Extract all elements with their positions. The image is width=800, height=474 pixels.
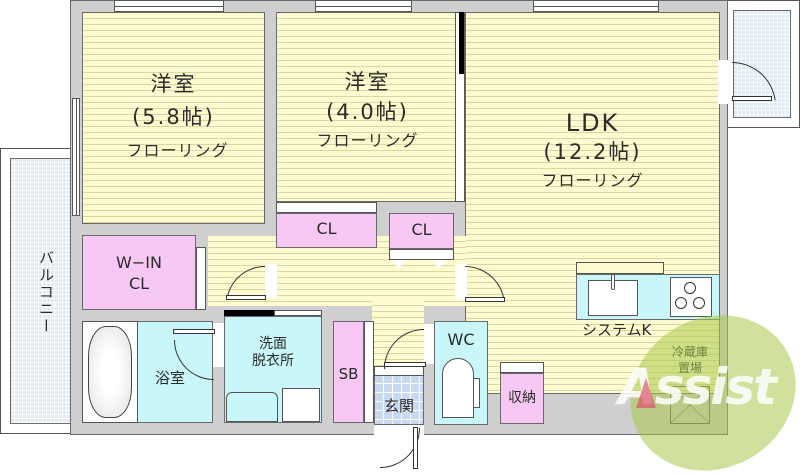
room-2-size: (4.0帖) bbox=[326, 100, 409, 124]
ldk-name: LDK bbox=[565, 109, 620, 137]
closet-hall-arrow-1 bbox=[392, 260, 406, 269]
walk-in-closet[interactable] bbox=[82, 235, 196, 310]
wic-line1: W−IN bbox=[116, 253, 162, 272]
door-ldk-hall-leaf bbox=[465, 297, 505, 302]
sliding-door-washroom-track bbox=[274, 310, 322, 316]
door-bathroom-leaf bbox=[173, 329, 215, 334]
closet-hall-arrow-2 bbox=[432, 260, 446, 269]
toilet-tank-icon bbox=[473, 378, 480, 408]
vanity-sink-icon bbox=[226, 392, 278, 422]
door-bathroom[interactable] bbox=[213, 323, 224, 367]
washing-machine-icon bbox=[282, 388, 320, 422]
entrance bbox=[374, 374, 424, 425]
closet-hall[interactable] bbox=[389, 213, 454, 249]
faucet-icon bbox=[611, 274, 615, 290]
shoe-box[interactable] bbox=[333, 321, 364, 423]
front-door-leaf bbox=[413, 427, 418, 469]
window-room-1[interactable] bbox=[114, 0, 224, 12]
closet-2-label: CL bbox=[411, 220, 432, 239]
burner-icon-1 bbox=[684, 282, 696, 294]
storage-doors[interactable] bbox=[500, 362, 544, 373]
walk-in-closet-door[interactable] bbox=[196, 247, 206, 310]
western-room-1 bbox=[82, 12, 265, 224]
burner-icon-3 bbox=[693, 297, 705, 309]
door-room-1[interactable] bbox=[265, 264, 277, 298]
ldk-size: (12.2帖) bbox=[543, 140, 642, 164]
closet-1-label: CL bbox=[316, 219, 337, 238]
door-wc[interactable] bbox=[424, 324, 434, 364]
entrance-label: 玄関 bbox=[383, 397, 414, 415]
western-room-2 bbox=[276, 12, 459, 202]
room-2-name: 洋室 bbox=[344, 70, 391, 94]
shoe-box-doors[interactable] bbox=[364, 321, 374, 423]
window-room-2[interactable] bbox=[315, 0, 412, 12]
door-ldk-balcony-leaf bbox=[732, 96, 772, 101]
door-room-1-leaf bbox=[226, 295, 266, 300]
kitchen-backsplash bbox=[576, 262, 664, 274]
window-room-1-side[interactable] bbox=[72, 98, 80, 216]
room-2-floor: フローリング bbox=[316, 131, 419, 150]
toilet-icon bbox=[442, 358, 474, 418]
balcony-left bbox=[10, 158, 72, 424]
sliding-door-washroom[interactable] bbox=[224, 310, 274, 316]
shoe-box-label: SB bbox=[338, 365, 359, 383]
system-kitchen-label: システムK bbox=[582, 321, 652, 339]
closet-room-2-doors[interactable] bbox=[276, 202, 377, 213]
toilet-label: WC bbox=[447, 330, 475, 349]
balcony-label: バルコニー bbox=[37, 250, 55, 335]
wic-line2: CL bbox=[128, 274, 150, 293]
storage[interactable] bbox=[500, 373, 544, 424]
room-1-floor: フローリング bbox=[126, 141, 229, 160]
storage-label: 収納 bbox=[508, 390, 536, 406]
door-ldk-balcony[interactable] bbox=[718, 60, 732, 104]
bathtub-icon bbox=[88, 326, 132, 418]
door-ldk-hall[interactable] bbox=[455, 264, 467, 300]
washroom-line2: 脱衣所 bbox=[252, 353, 294, 369]
burner-icon-2 bbox=[675, 297, 687, 309]
room-1-name: 洋室 bbox=[150, 72, 197, 96]
closet-room-2[interactable] bbox=[276, 213, 377, 248]
window-ldk[interactable] bbox=[533, 0, 659, 12]
sliding-door-panel bbox=[459, 12, 464, 74]
watermark-a-accent bbox=[636, 378, 656, 408]
washroom-line1: 洗面 bbox=[259, 336, 287, 352]
ldk-floor: フローリング bbox=[541, 171, 644, 190]
room-1-size: (5.8帖) bbox=[132, 105, 215, 129]
door-wc-leaf bbox=[384, 362, 426, 367]
bathroom-label: 浴室 bbox=[154, 369, 185, 387]
closet-hall-doors[interactable] bbox=[389, 249, 454, 260]
